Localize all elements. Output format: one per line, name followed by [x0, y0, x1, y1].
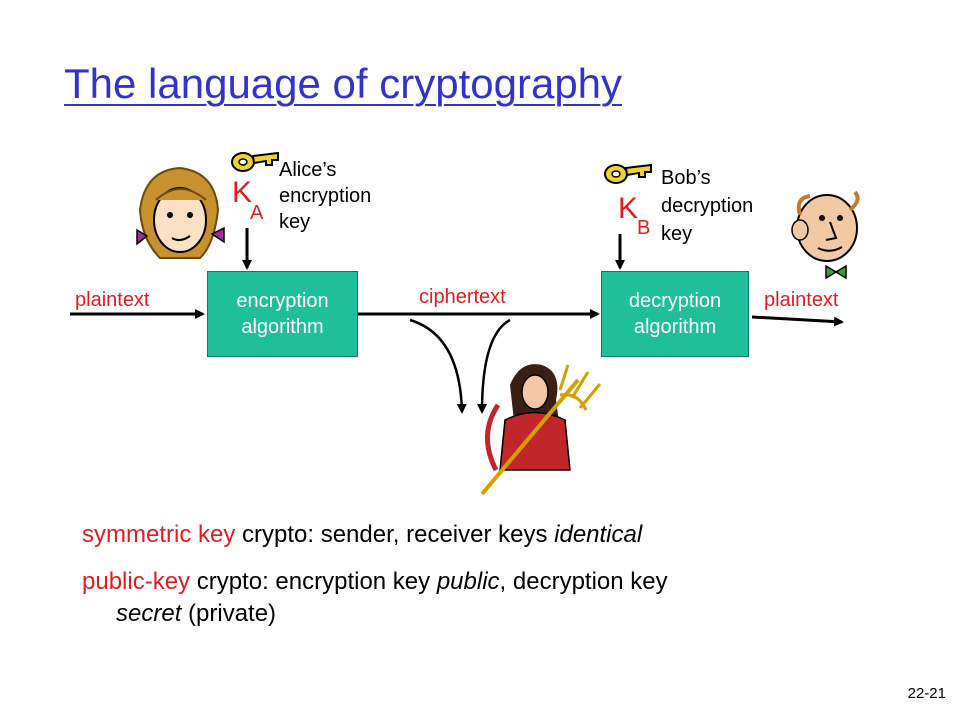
- alice-key-letter: K: [232, 176, 253, 209]
- alice-key-symbol: K: [232, 176, 252, 210]
- symmetric-key-line: symmetric key crypto: sender, receiver k…: [82, 521, 643, 548]
- page-number: 22-21: [907, 685, 946, 702]
- encryption-algorithm-box: encryption algorithm: [207, 271, 358, 357]
- public-key-term: public-key: [82, 568, 191, 595]
- bob-key-letter: K: [618, 192, 639, 225]
- page-title: The language of cryptography: [64, 60, 623, 107]
- trudy-icon: [480, 364, 602, 496]
- decryption-algorithm-box: decryption algorithm: [601, 271, 749, 357]
- public-key-line-cont: secret (private): [116, 600, 277, 627]
- public-key-line: public-key crypto: encryption key public…: [82, 568, 668, 595]
- bob-key-icon: [604, 163, 652, 184]
- bob-key-subscript: B: [637, 217, 651, 239]
- intercept-arrow-right: [477, 318, 511, 414]
- intercept-arrow-left: [409, 318, 467, 414]
- plaintext-output-label: plaintext: [764, 289, 839, 311]
- alice-key-caption: Alice’s encryption key: [279, 159, 372, 233]
- alice-icon: [136, 166, 225, 259]
- plaintext-input-label: plaintext: [75, 289, 150, 311]
- bob-key-caption: Bob’s decryption key: [661, 167, 754, 245]
- bob-icon: [791, 190, 860, 280]
- plaintext-out-arrow: [751, 315, 844, 327]
- alice-key-icon: [231, 151, 279, 172]
- alice-key-subscript: A: [250, 202, 264, 224]
- ciphertext-label: ciphertext: [419, 286, 506, 308]
- symmetric-key-term: symmetric key: [82, 521, 236, 548]
- bob-key-symbol: K: [618, 192, 638, 226]
